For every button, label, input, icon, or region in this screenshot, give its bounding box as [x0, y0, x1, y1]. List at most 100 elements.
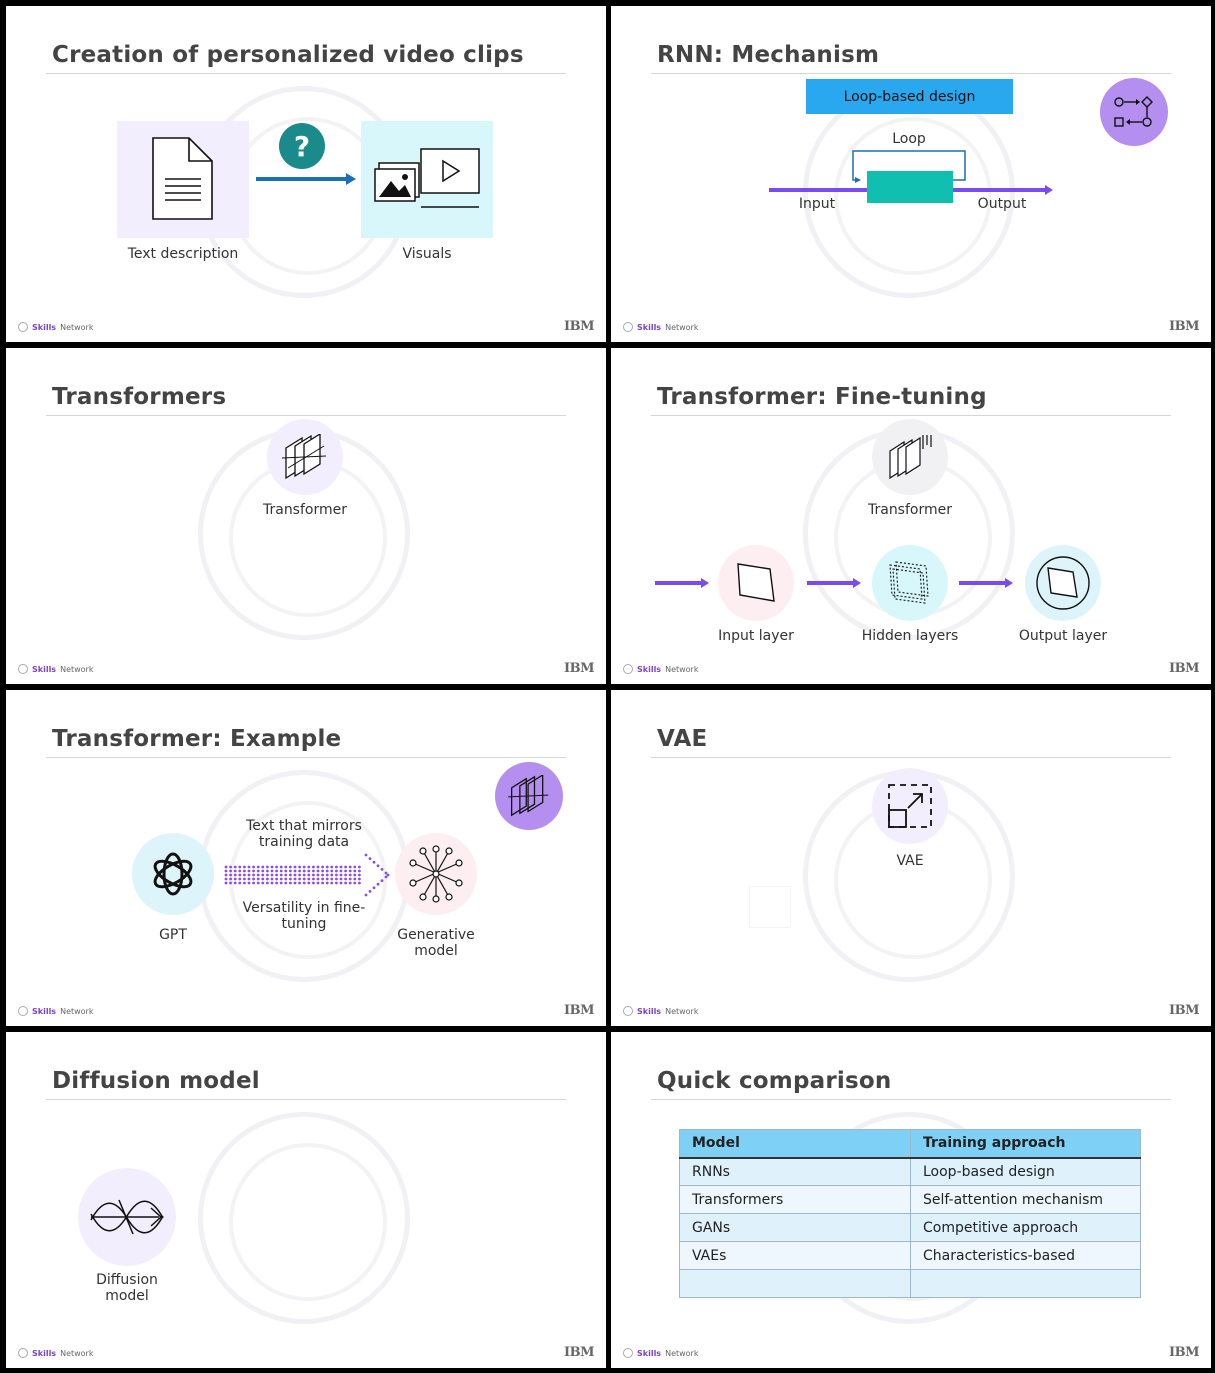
resize-icon — [888, 784, 932, 828]
gpt-badge — [132, 833, 214, 915]
flow-icon-badge — [1100, 78, 1168, 146]
visuals-box — [361, 121, 493, 238]
ibm-logo: IBM — [1169, 319, 1199, 334]
slide-title: VAE — [657, 726, 708, 752]
hidden-layers-label: Hidden layers — [861, 628, 959, 644]
ibm-logo: IBM — [564, 1345, 594, 1360]
dotted-arrow — [224, 853, 390, 897]
diffusion-icon — [90, 1199, 164, 1235]
transformer-badge — [872, 419, 948, 495]
slide-title: Transformer: Example — [52, 726, 342, 752]
ibm-logo: IBM — [1169, 1003, 1199, 1018]
versatility-label: Versatility in fine-tuning — [242, 900, 366, 932]
watermark — [198, 1112, 410, 1324]
svg-text:?: ? — [294, 130, 310, 163]
table-row — [679, 1269, 1141, 1298]
text-mirrors-label: Text that mirrors training data — [246, 818, 362, 850]
table-row: VAEs Characteristics-based — [679, 1241, 1141, 1270]
flowchart-icon — [1114, 96, 1153, 127]
title-divider — [46, 415, 566, 416]
slide-transformer-example: Transformer: Example GPT Text that mirro… — [6, 690, 606, 1026]
title-divider — [651, 757, 1171, 758]
slide-title: RNN: Mechanism — [657, 42, 880, 68]
title-divider — [46, 757, 566, 758]
ibm-logo: IBM — [564, 661, 594, 676]
output-layer-icon — [1036, 556, 1090, 610]
diffusion-badge — [78, 1168, 176, 1266]
table-cell: Loop-based design — [910, 1157, 1141, 1186]
hidden-layers-badge — [872, 545, 948, 621]
slide-personalized-video: Creation of personalized video clips Tex… — [6, 6, 606, 342]
vae-label: VAE — [896, 853, 924, 869]
hidden-layers-icon — [889, 561, 929, 604]
slide-title: Transformer: Fine-tuning — [657, 384, 987, 410]
transformer-layers-icon — [282, 434, 327, 480]
slide-title: Creation of personalized video clips — [52, 42, 524, 68]
table-cell — [910, 1269, 1141, 1298]
ibm-logo: IBM — [1169, 661, 1199, 676]
transformer-badge — [267, 419, 343, 495]
openai-logo-icon — [153, 852, 193, 896]
title-divider — [46, 1099, 566, 1100]
text-description-box — [117, 121, 249, 238]
rnn-diagram — [769, 150, 1053, 203]
table-cell: RNNs — [679, 1157, 911, 1186]
generative-model-label: Generative model — [397, 927, 475, 959]
transformer-label: Transformer — [262, 502, 347, 518]
title-divider — [651, 1099, 1171, 1100]
output-layer-badge — [1025, 545, 1101, 621]
table-cell: VAEs — [679, 1241, 911, 1270]
transformer-layers-icon — [508, 775, 549, 817]
slide-title: Diffusion model — [52, 1068, 260, 1094]
output-layer-label: Output layer — [1018, 628, 1108, 644]
table-header-row: Model Training approach — [679, 1129, 1141, 1159]
flow-arrows — [655, 578, 1013, 588]
input-layer-icon — [737, 563, 775, 602]
slide-quick-comparison: Quick comparison Model Training approach… — [611, 1032, 1211, 1368]
table-cell: Transformers — [679, 1185, 911, 1214]
table-cell: Self-attention mechanism — [910, 1185, 1141, 1214]
output-label: Output — [977, 196, 1027, 212]
loop-banner: Loop-based design — [806, 79, 1013, 114]
title-divider — [46, 73, 566, 74]
input-label: Input — [798, 196, 836, 212]
comparison-table: Model Training approach RNNs Loop-based … — [679, 1129, 1141, 1298]
document-icon — [152, 137, 213, 220]
table-row: Transformers Self-attention mechanism — [679, 1185, 1141, 1214]
title-divider — [651, 415, 1171, 416]
visuals-label: Visuals — [402, 246, 452, 262]
vae-badge — [872, 768, 948, 844]
neural-network-icon — [409, 845, 463, 903]
title-divider — [651, 73, 1171, 74]
transformer-tuning-icon — [889, 435, 932, 480]
text-description-label: Text description — [127, 246, 239, 262]
media-icon — [374, 148, 480, 208]
faded-placeholder-icon — [749, 886, 791, 928]
slide-transformer-finetuning: Transformer: Fine-tuning Transformer Inp… — [611, 348, 1211, 684]
slide-title: Transformers — [52, 384, 227, 410]
ibm-logo: IBM — [564, 1003, 594, 1018]
table-header-cell: Model — [679, 1129, 911, 1159]
ibm-logo: IBM — [1169, 1345, 1199, 1360]
ibm-logo: IBM — [564, 319, 594, 334]
loop-label: Loop — [892, 131, 926, 147]
slide-title: Quick comparison — [657, 1068, 892, 1094]
slide-rnn-mechanism: RNN: Mechanism Loop-based design Loop In… — [611, 6, 1211, 342]
table-header-cell: Training approach — [910, 1129, 1141, 1159]
table-cell: Competitive approach — [910, 1213, 1141, 1242]
table-row: GANs Competitive approach — [679, 1213, 1141, 1242]
input-layer-badge — [718, 545, 794, 621]
diffusion-label: Diffusion model — [96, 1272, 158, 1304]
input-layer-label: Input layer — [718, 628, 794, 644]
question-arrow: ? — [256, 123, 356, 185]
